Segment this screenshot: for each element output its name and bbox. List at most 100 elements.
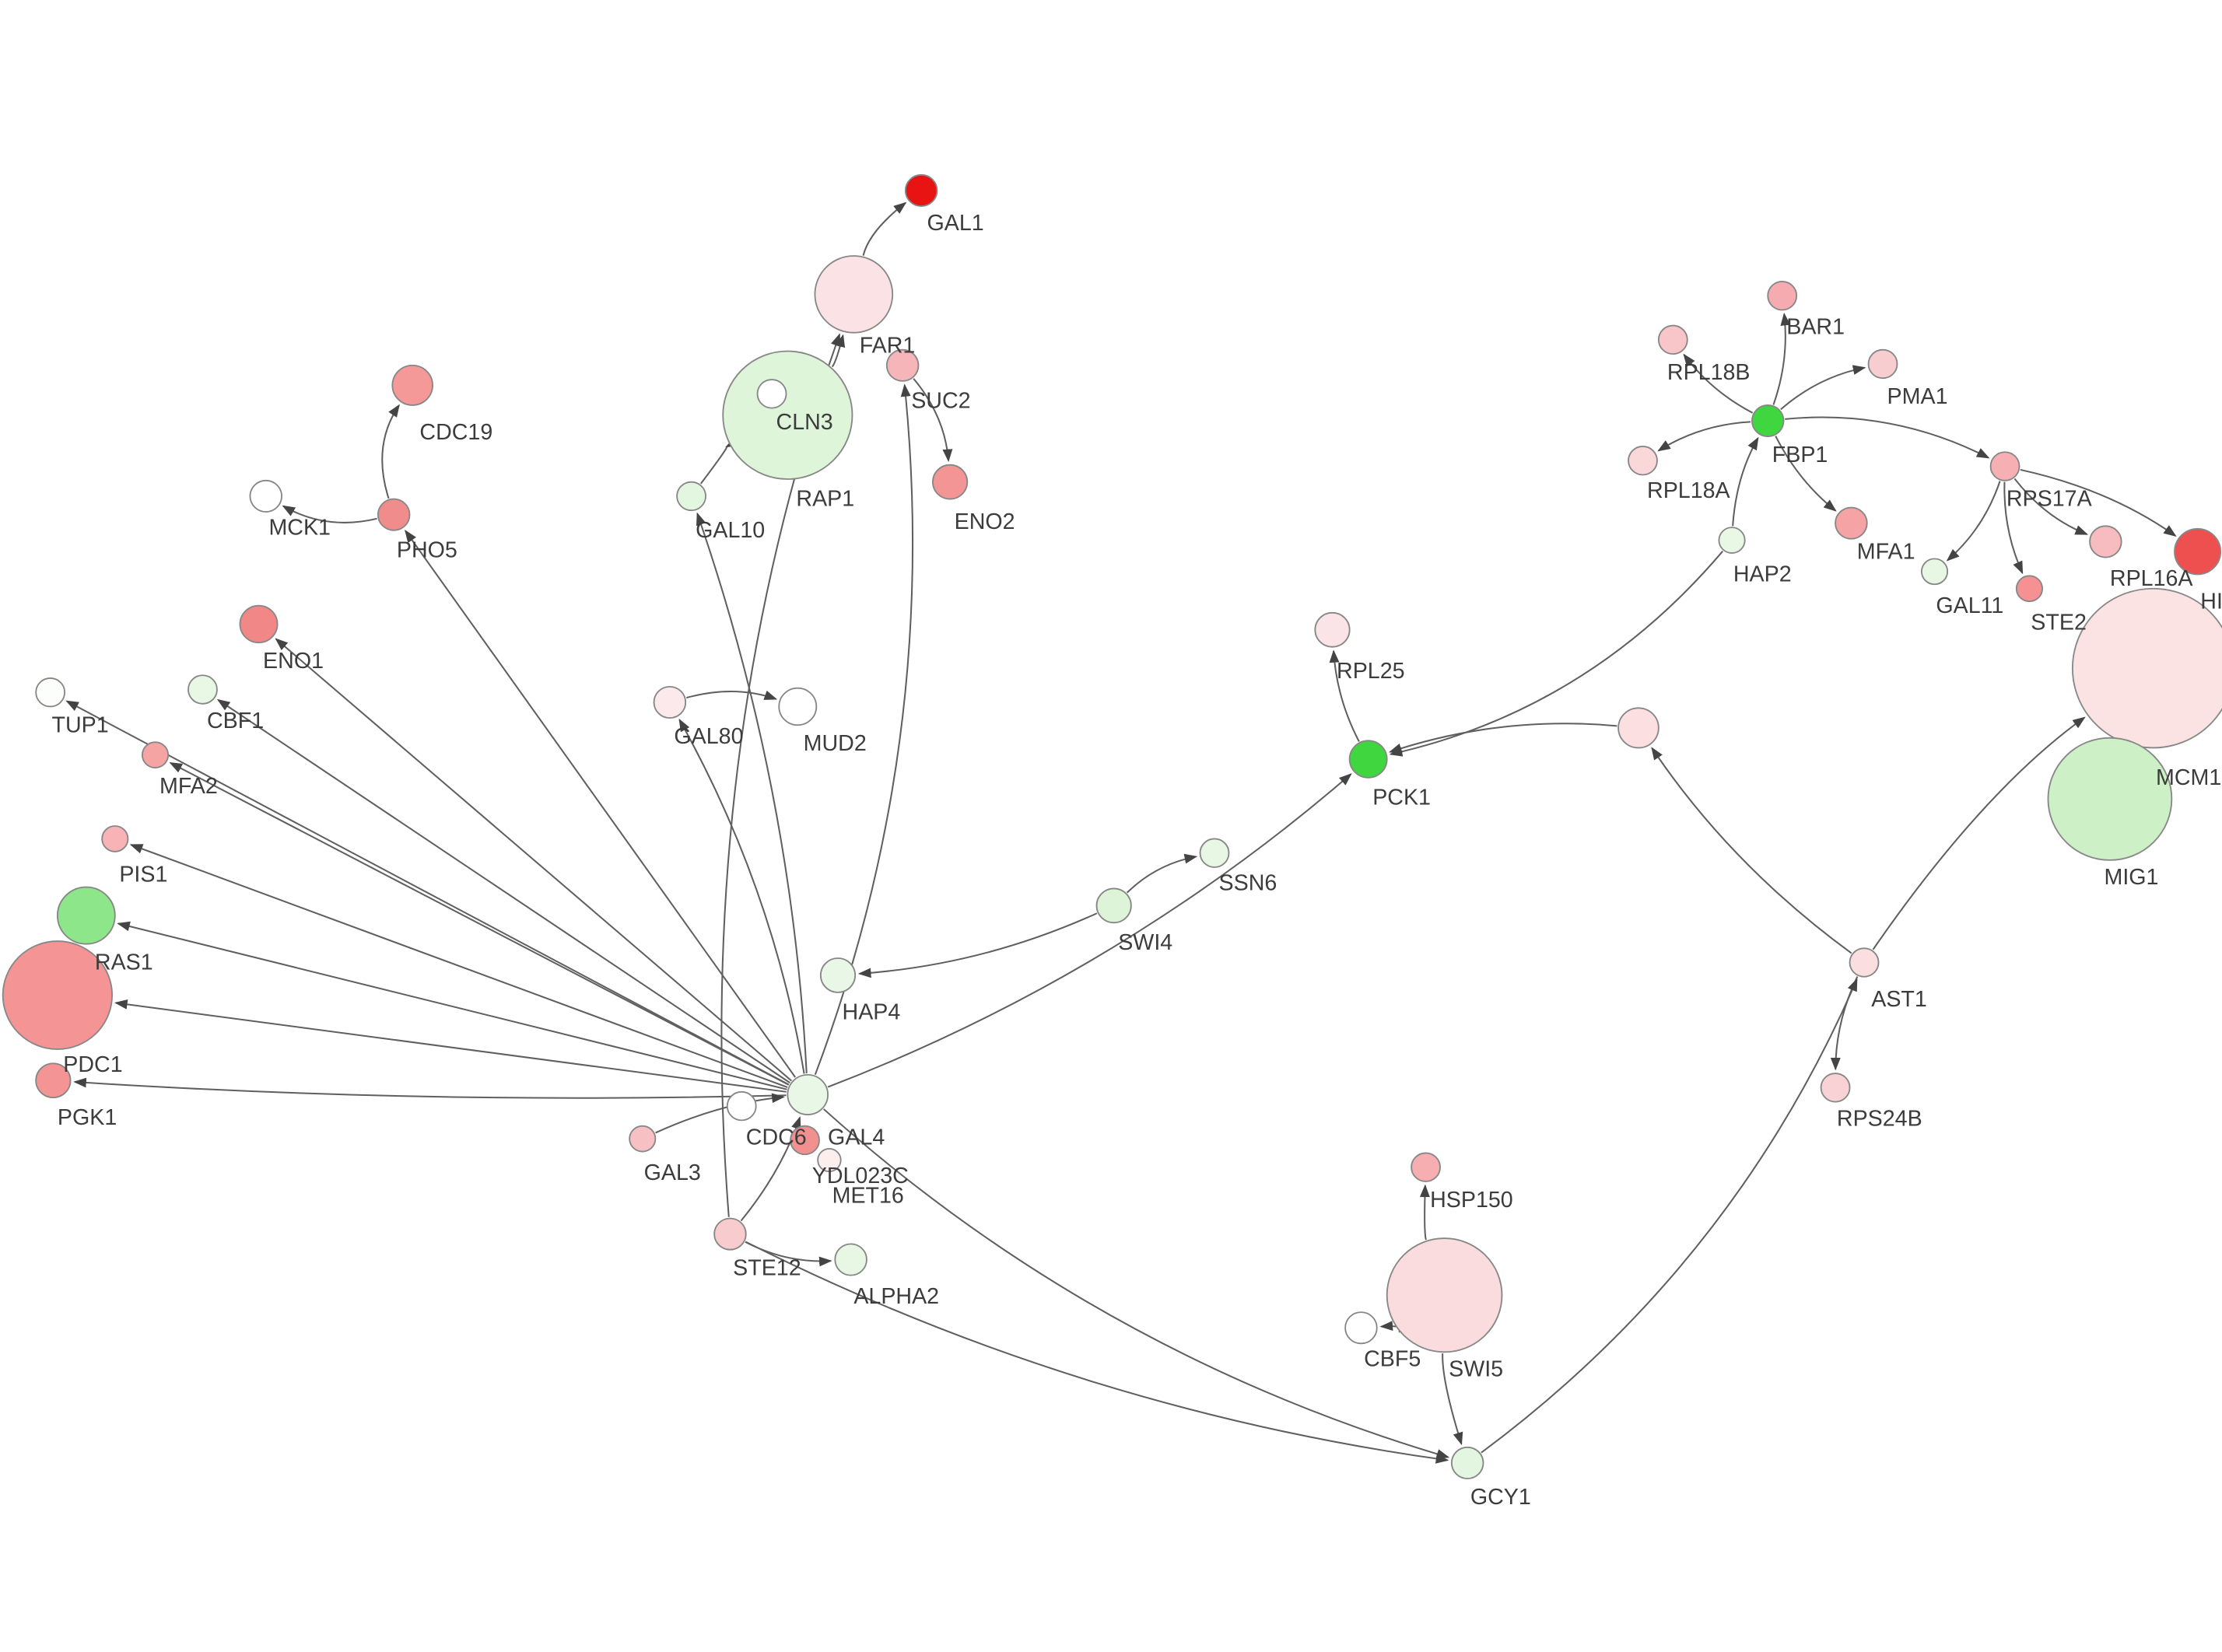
node-gal1[interactable]	[904, 173, 938, 207]
node-mig1[interactable]	[2047, 737, 2173, 861]
node-ast1[interactable]	[1849, 947, 1880, 978]
node-mud2[interactable]	[778, 687, 818, 726]
node-fbp1[interactable]	[1751, 404, 1785, 438]
node-mcm1[interactable]	[2071, 587, 2222, 749]
node-bar1[interactable]	[1767, 281, 1798, 311]
edge-gal4-pck1[interactable]	[827, 773, 1352, 1088]
node-swi5[interactable]	[1386, 1237, 1503, 1353]
edge-gcy1-ast1[interactable]	[1481, 978, 1858, 1454]
node-swi4[interactable]	[1095, 887, 1132, 924]
node-label-cdc6: CDC6	[746, 1125, 807, 1150]
edge-fbp1-rps17a[interactable]	[1785, 416, 1990, 459]
edge-nodex-pck1[interactable]	[1389, 723, 1617, 754]
edge-ast1-nodex[interactable]	[1651, 747, 1852, 954]
node-mfa2[interactable]	[141, 741, 170, 768]
edge-hap2-fbp1[interactable]	[1732, 436, 1759, 527]
node-mck1[interactable]	[249, 479, 283, 513]
node-pho5[interactable]	[377, 498, 411, 531]
node-his4[interactable]	[2174, 528, 2222, 576]
edge-swi4-hap4[interactable]	[857, 912, 1098, 978]
edge-gal4-pis1[interactable]	[129, 844, 788, 1088]
node-tup1[interactable]	[35, 677, 66, 708]
node-rpl25[interactable]	[1314, 611, 1351, 648]
node-rpl18a[interactable]	[1628, 446, 1658, 476]
edge-gal4-gal80[interactable]	[678, 718, 805, 1074]
node-far1[interactable]	[814, 255, 894, 334]
edge-gal4-mfa2[interactable]	[169, 761, 790, 1086]
node-nodex[interactable]	[1617, 707, 1659, 749]
node-suc2[interactable]	[885, 348, 920, 382]
edge-pho5-cdc19[interactable]	[381, 404, 400, 499]
node-gal80[interactable]	[653, 685, 687, 719]
node-pdc1[interactable]	[2, 940, 114, 1050]
node-cln3[interactable]	[756, 379, 787, 409]
edge-gal4-cbf1[interactable]	[216, 698, 790, 1083]
node-ssn6[interactable]	[1199, 838, 1230, 868]
node-hsp150[interactable]	[1411, 1152, 1441, 1182]
node-rps24b[interactable]	[1820, 1073, 1851, 1103]
edge-gal4-pgk1[interactable]	[73, 1077, 787, 1099]
edge-gal4-gcy1[interactable]	[823, 1108, 1450, 1459]
edge-pho5-mck1[interactable]	[282, 505, 377, 523]
edge-rps17a-ste2[interactable]	[2003, 481, 2024, 575]
edge-rps17a-gal11[interactable]	[1946, 481, 2001, 562]
edge-rps17a-rpl16a[interactable]	[2013, 478, 2089, 535]
edge-ast1-rps24b[interactable]	[1830, 976, 1859, 1071]
node-rpl16a[interactable]	[2089, 525, 2122, 558]
node-gal4[interactable]	[787, 1073, 829, 1115]
node-pma1[interactable]	[1867, 348, 1898, 380]
node-gal10[interactable]	[676, 481, 706, 512]
node-eno1[interactable]	[239, 604, 279, 644]
edge-hap2-pck1[interactable]	[1389, 551, 1724, 757]
edge-gal10-rap1[interactable]	[699, 436, 739, 485]
node-hap2[interactable]	[1718, 527, 1746, 554]
node-eno2[interactable]	[932, 464, 969, 500]
node-cdc6[interactable]	[726, 1090, 757, 1122]
node-pgk1[interactable]	[35, 1062, 72, 1099]
node-gcy1[interactable]	[1450, 1446, 1484, 1479]
node-label-ste2: STE2	[2031, 611, 2087, 635]
node-ste2[interactable]	[2015, 575, 2044, 603]
node-cbf5[interactable]	[1344, 1311, 1378, 1345]
edge-fbp1-rpl18a[interactable]	[1657, 421, 1751, 452]
edge-gal80-mud2[interactable]	[686, 690, 778, 700]
node-rap1[interactable]	[722, 350, 853, 480]
node-gal3[interactable]	[629, 1125, 657, 1153]
edge-swi5-gcy1[interactable]	[1442, 1353, 1463, 1446]
node-cbf1[interactable]	[188, 674, 218, 705]
edge-gal4-gal10[interactable]	[696, 512, 808, 1074]
node-mfa1[interactable]	[1835, 506, 1868, 540]
edge-gal4-tup1[interactable]	[65, 700, 790, 1086]
edge-ast1-mcm1[interactable]	[1872, 716, 2086, 950]
node-hap4[interactable]	[819, 957, 857, 993]
edge-far1-gal1[interactable]	[862, 201, 907, 256]
edge-swi5-hsp150[interactable]	[1419, 1184, 1430, 1241]
node-ste12[interactable]	[713, 1217, 747, 1251]
edge-gal4-ras1[interactable]	[117, 921, 787, 1090]
edge-gal3-gal4[interactable]	[655, 1093, 785, 1134]
node-alpha2[interactable]	[834, 1243, 867, 1276]
node-ras1[interactable]	[56, 886, 116, 945]
node-rps17a[interactable]	[1989, 451, 2020, 481]
node-pck1[interactable]	[1348, 740, 1388, 779]
edge-swi4-ssn6[interactable]	[1126, 853, 1198, 894]
edge-suc2-eno2[interactable]	[913, 378, 953, 463]
edge-gal4-eno1[interactable]	[275, 638, 792, 1082]
edge-fbp1-pma1[interactable]	[1780, 365, 1866, 411]
edge-fbp1-bar1[interactable]	[1772, 312, 1791, 405]
edge-fbp1-mfa1[interactable]	[1775, 436, 1837, 512]
node-pis1[interactable]	[101, 825, 129, 852]
node-cdc19[interactable]	[391, 364, 433, 406]
edge-rap1-far1[interactable]	[831, 334, 846, 368]
edge-gal4-pho5[interactable]	[405, 530, 796, 1078]
node-rpl18b[interactable]	[1657, 324, 1688, 355]
edge-pck1-rpl25[interactable]	[1329, 649, 1360, 742]
node-gal11[interactable]	[1920, 558, 1949, 586]
edge-gal4-pdc1[interactable]	[114, 999, 787, 1093]
node-met16[interactable]	[817, 1148, 842, 1173]
edge-fbp1-rpl18b[interactable]	[1683, 353, 1754, 414]
edge-ste12-gcy1[interactable]	[745, 1241, 1449, 1464]
edge-rps17a-his4[interactable]	[2020, 468, 2177, 537]
node-ydl023c[interactable]	[790, 1125, 820, 1156]
